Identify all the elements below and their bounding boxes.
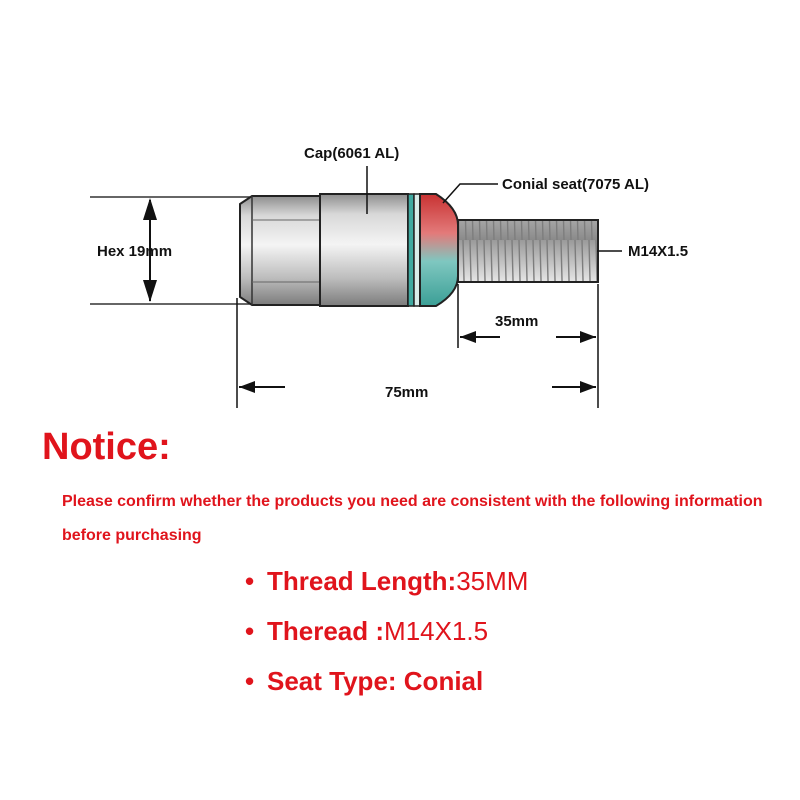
cap-label: Cap(6061 AL) [304,145,399,162]
spec-item-thread: • Theread : M14X1.5 [245,616,528,666]
notice-body: Please confirm whether the products you … [62,493,763,544]
thread-size-callout: M14X1.5 [597,243,688,260]
total-length-label: 75mm [385,384,428,401]
bullet-icon: • [245,666,255,696]
bolt-diagram: Hex 19mm Cap(6061 AL) Conial seat(7075 A… [90,145,688,408]
spec-value: Conial [403,666,484,696]
thread [457,219,599,283]
total-length-dimension: 75mm [236,298,596,408]
cap [319,193,409,307]
spec-value: M14X1.5 [384,616,489,646]
spec-item-seat-type: • Seat Type: Conial [245,666,528,716]
spec-label: Seat Type: [267,666,404,696]
seat-callout: Conial seat(7075 AL) [442,176,649,204]
spec-label: Thread Length: [267,566,457,596]
thread-length-dimension: 35mm [457,284,599,408]
notice-title: Notice: [42,426,171,468]
seat-label: Conial seat(7075 AL) [502,176,649,193]
spec-item-thread-length: • Thread Length: 35MM [245,566,528,616]
conical-seat [419,193,459,307]
spec-list: • Thread Length: 35MM • Theread : M14X1.… [245,566,528,716]
thread-size-label: M14X1.5 [628,243,688,260]
cap-callout: Cap(6061 AL) [304,145,399,214]
spec-label: Theread : [267,616,385,646]
hex-label: Hex 19mm [97,243,172,260]
bolt-body [239,193,599,307]
thread-length-label: 35mm [495,313,538,330]
bullet-icon: • [245,566,255,596]
bullet-icon: • [245,616,255,646]
spec-value: 35MM [456,566,529,596]
